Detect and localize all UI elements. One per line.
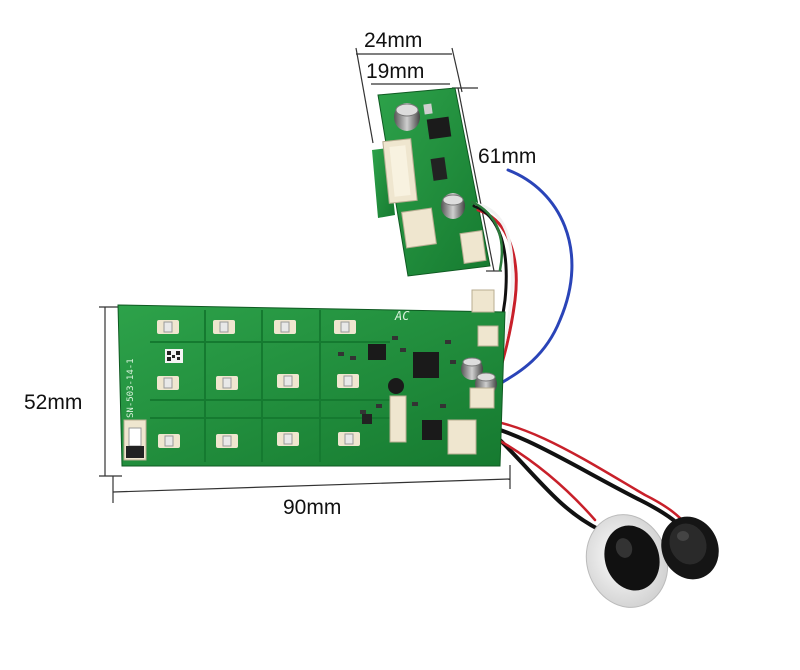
main-pcb-board: SN-503-14-1 AC bbox=[117, 289, 506, 467]
dim-label-90mm: 90mm bbox=[283, 496, 341, 519]
wire-connector bbox=[469, 387, 495, 409]
board-model-silkscreen: SN-503-14-1 bbox=[126, 358, 136, 418]
wire-connector bbox=[447, 419, 477, 455]
led-array bbox=[157, 320, 360, 448]
ic-chip bbox=[422, 420, 442, 440]
tact-switch bbox=[362, 414, 372, 424]
led-r1c4 bbox=[334, 320, 356, 334]
led-r3c4 bbox=[338, 432, 360, 446]
wire-connector bbox=[471, 289, 495, 313]
regulator-chip bbox=[426, 116, 452, 140]
led-r1c2 bbox=[213, 320, 235, 334]
led-r2c3 bbox=[277, 374, 299, 388]
wire-connector bbox=[389, 395, 407, 443]
dimension-lines bbox=[99, 47, 511, 503]
qr-code bbox=[165, 349, 183, 363]
board-mark-silkscreen: AC bbox=[394, 309, 410, 323]
capacitor bbox=[441, 193, 465, 219]
led-r3c1 bbox=[158, 434, 180, 448]
dim-label-24mm: 24mm bbox=[364, 29, 422, 52]
capacitor bbox=[394, 103, 420, 131]
power-switch bbox=[123, 419, 147, 461]
led-r3c2 bbox=[216, 434, 238, 448]
dim-label-52mm: 52mm bbox=[24, 391, 82, 414]
wire-connector bbox=[477, 325, 499, 347]
dim-label-19mm: 19mm bbox=[366, 60, 424, 83]
led-r1c3 bbox=[274, 320, 296, 334]
capacitor bbox=[461, 357, 483, 380]
relay bbox=[401, 207, 437, 249]
wire-connector bbox=[459, 230, 487, 264]
board-connector bbox=[382, 138, 418, 204]
led-r3c3 bbox=[277, 432, 299, 446]
led-r1c1 bbox=[157, 320, 179, 334]
microcontroller-chip bbox=[413, 352, 439, 378]
small-pcb-board bbox=[372, 87, 491, 277]
white-microphone bbox=[585, 514, 669, 608]
black-microphone bbox=[661, 516, 719, 580]
ic-chip bbox=[368, 344, 386, 360]
led-r2c1 bbox=[157, 376, 179, 390]
dim-label-61mm: 61mm bbox=[478, 145, 536, 168]
led-r2c2 bbox=[216, 376, 238, 390]
buzzer bbox=[388, 378, 404, 394]
led-r2c4 bbox=[337, 374, 359, 388]
